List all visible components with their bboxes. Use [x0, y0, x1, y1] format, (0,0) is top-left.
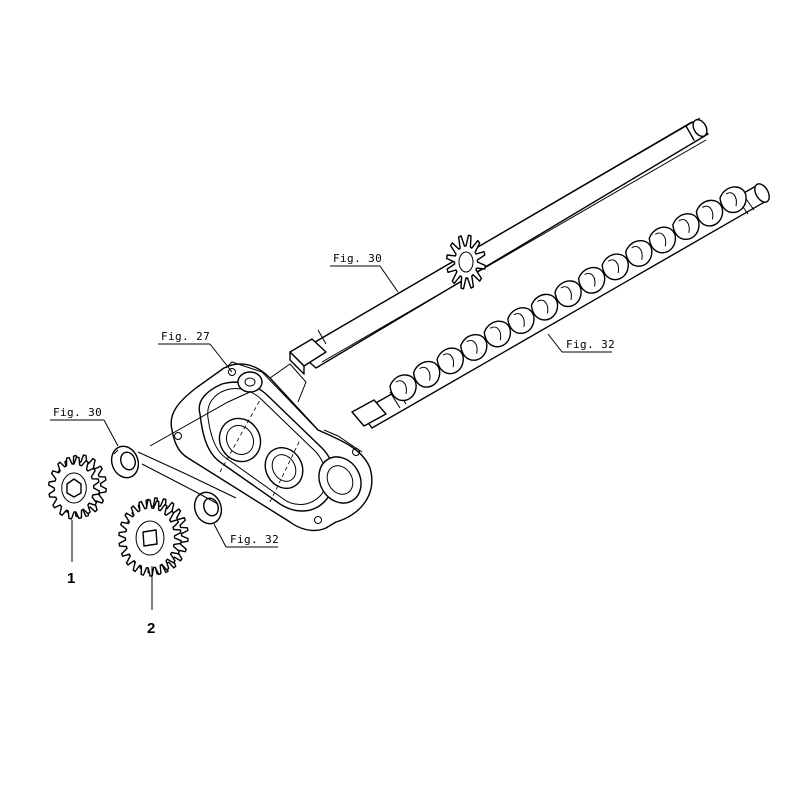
- part-number-1: 1: [67, 570, 75, 587]
- gear-hub: [61, 472, 87, 504]
- worm-flight-edge: [607, 259, 620, 274]
- worm-flight-edge: [631, 245, 643, 260]
- worm-flight: [672, 213, 700, 241]
- worm-flight-edge: [655, 232, 667, 247]
- callout-fig27: Fig. 27: [161, 330, 210, 343]
- callout-fig30-left: Fig. 30: [53, 406, 102, 419]
- worm-flight: [412, 360, 441, 388]
- gear-hub: [135, 520, 165, 556]
- gear-part-1: [48, 454, 107, 520]
- worm-flight-edge: [560, 286, 572, 301]
- worm-flight: [554, 280, 582, 308]
- part-number-2: 2: [147, 620, 155, 637]
- worm-flight: [389, 374, 417, 402]
- worm-flight-edge: [395, 380, 407, 395]
- leader-lines: [50, 265, 612, 610]
- worm-flight: [719, 186, 747, 214]
- worm-flight-edge: [537, 299, 549, 314]
- worm-flight: [507, 307, 535, 335]
- worm-flight-edge: [678, 219, 690, 233]
- worm-flight-edge: [442, 353, 455, 368]
- sprocket: [446, 234, 486, 290]
- worm-flight-edge: [490, 326, 502, 341]
- washer-lower: [193, 491, 223, 525]
- upper-shaft: [289, 117, 709, 375]
- worm-flight: [695, 199, 724, 227]
- worm-flight-edge: [513, 313, 525, 327]
- sprocket-hub: [458, 251, 474, 273]
- callout-fig32-right: Fig. 32: [566, 338, 615, 351]
- washer-upper: [110, 445, 140, 479]
- worm-flight: [483, 320, 511, 348]
- worm-flight: [460, 334, 488, 361]
- worm-flight-edge: [725, 192, 737, 207]
- gear-bore: [66, 478, 82, 498]
- worm-flight: [601, 253, 629, 281]
- callout-fig30-upper: Fig. 30: [333, 252, 382, 265]
- sprocket-teeth: [446, 234, 486, 290]
- worm-flight: [577, 266, 606, 294]
- worm-flight-edge: [419, 366, 431, 381]
- worm-flight: [436, 347, 464, 375]
- worm-flight: [625, 240, 653, 267]
- worm-flight-edge: [702, 205, 714, 220]
- gear-bore: [142, 529, 158, 547]
- worm-flights: [389, 186, 747, 402]
- gear-part-2: [118, 497, 189, 577]
- worm-flight: [530, 293, 559, 321]
- callout-fig32-lower: Fig. 32: [230, 533, 279, 546]
- worm-flight-edge: [584, 272, 596, 287]
- worm-flight-edge: [466, 339, 478, 354]
- worm-flight: [648, 226, 676, 254]
